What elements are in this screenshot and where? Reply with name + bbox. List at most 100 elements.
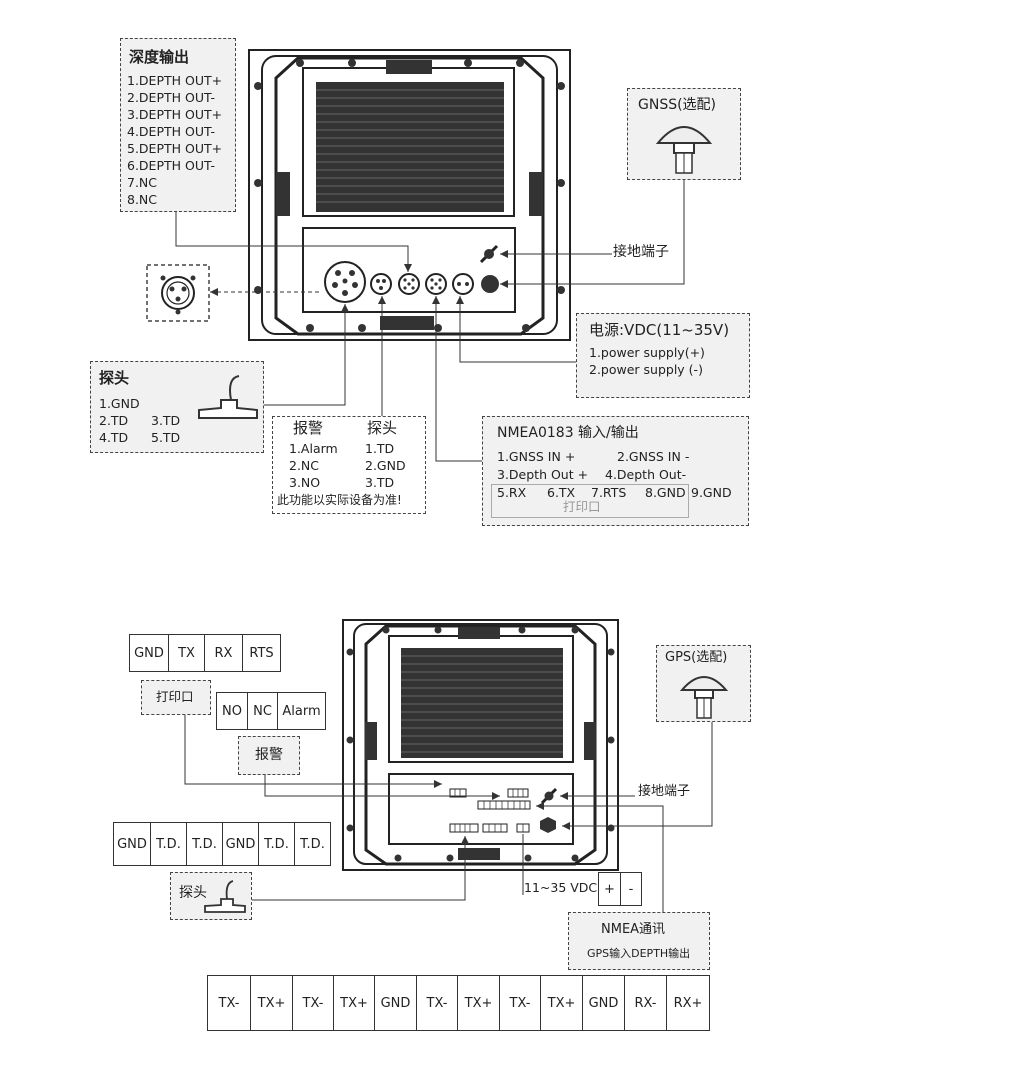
nmea-pin: 7.RTS [591, 485, 627, 500]
alarm-probe-pin: 3.TD [365, 475, 395, 490]
alarm-pin: 2.NC [289, 458, 320, 473]
probe-terminal-row: GND T.D. T.D. GND T.D. T.D. [113, 822, 331, 866]
terminal-cell: TX+ [457, 976, 499, 1030]
gnss-antenna-icon [655, 126, 713, 174]
nmea-terminal-row: TX- TX+ TX- TX+ GND TX- TX+ TX- TX+ GND … [207, 975, 710, 1031]
depth-out-pin: 7.NC [127, 175, 158, 190]
nmea-pin: 1.GNSS IN + [497, 449, 576, 464]
transducer-icon [204, 880, 246, 913]
depth-out-pin: 3.DEPTH OUT+ [127, 107, 223, 122]
ground-terminal-label-bottom: 接地端子 [638, 784, 691, 799]
nmea-pin: 8.GND [645, 485, 686, 500]
gps-label: GPS(选配) [665, 650, 728, 665]
gnss-connector [481, 275, 499, 293]
power-terminal-row: + - [598, 872, 642, 906]
nmea-pin: 2.GNSS IN - [617, 449, 690, 464]
depth-out-box: 深度输出 1.DEPTH OUT+ 2.DEPTH OUT- 3.DEPTH O… [120, 38, 236, 212]
nmea-pin: 9.GND [691, 485, 732, 500]
alarm-probe-pin: 2.GND [365, 458, 406, 473]
probe-pin: 2.TD [99, 413, 129, 428]
terminal-cell: GND [374, 976, 416, 1030]
alarm-pin: 3.NO [289, 475, 321, 490]
terminal-cell: NO [222, 703, 242, 719]
probe-box: 探头 1.GND 2.TD 3.TD 4.TD 5.TD [90, 361, 264, 453]
depth-out-pin: 8.NC [127, 192, 158, 207]
alarm-probe-pin: 1.TD [365, 441, 395, 456]
terminal-cell: T.D. [294, 823, 330, 865]
terminal-cell: TX- [416, 976, 457, 1030]
gps-connector-bottom [540, 817, 556, 833]
probe-label-box: 探头 [170, 872, 252, 920]
nmea-comm-sub: GPS输入DEPTH输出 [587, 947, 691, 960]
nmea-pin: 5.RX [497, 485, 527, 500]
nmea-box: NMEA0183 输入/输出 1.GNSS IN + 2.GNSS IN - 3… [482, 416, 749, 526]
nmea-pin: 6.TX [547, 485, 576, 500]
terminal-cell: GND [134, 645, 164, 661]
terminal-cell: RX- [624, 976, 666, 1030]
alarm-connector [370, 273, 392, 295]
alarm-pin: 1.Alarm [289, 441, 338, 456]
gps-antenna-icon [679, 676, 729, 719]
nmea-comm-box: NMEA通讯 GPS输入DEPTH输出 [568, 912, 710, 970]
terminal-cell: TX [168, 635, 204, 671]
terminal-cell: Alarm [277, 693, 325, 729]
terminal-cell: TX+ [540, 976, 582, 1030]
probe-pin: 3.TD [151, 413, 181, 428]
terminal-cell: GND [582, 976, 624, 1030]
terminal-cell: GND [222, 823, 258, 865]
gps-box: GPS(选配) [656, 645, 751, 722]
gnss-title: GNSS(选配) [638, 97, 717, 113]
terminal-cell: TX- [292, 976, 333, 1030]
terminal-cell: RX [204, 635, 242, 671]
terminal-cell: RX+ [666, 976, 709, 1030]
probe-title: 探头 [99, 369, 130, 387]
depth-out-pin: 1.DEPTH OUT+ [127, 73, 223, 88]
depth-out-pin: 5.DEPTH OUT+ [127, 141, 223, 156]
alarm-terminal-row: NO NC Alarm [216, 692, 326, 730]
printer-terminal-row: GND TX RX RTS [129, 634, 281, 672]
probe-pin: 4.TD [99, 430, 129, 445]
printer-port-label: 打印口 [563, 499, 601, 514]
power-label-bottom: 11~35 VDC [524, 880, 598, 895]
terminal-cell: RTS [242, 635, 280, 671]
nmea-title: NMEA0183 输入/输出 [497, 425, 639, 441]
gnss-box: GNSS(选配) [627, 88, 741, 180]
heatsink [316, 82, 504, 212]
power-pin: 2.power supply (-) [589, 362, 703, 377]
alarm-note: 此功能以实际设备为准! [277, 493, 402, 507]
nmea-pin: 3.Depth Out + [497, 467, 589, 482]
probe-pin: 5.TD [151, 430, 181, 445]
depth-out-title: 深度输出 [129, 48, 190, 66]
terminal-cell: T.D. [150, 823, 186, 865]
alarm-probe-title: 探头 [367, 419, 398, 437]
terminal-cell: GND [117, 836, 147, 852]
alarm-title: 报警 [293, 419, 324, 437]
depth-out-pin: 6.DEPTH OUT- [127, 158, 215, 173]
alarm-label-box: 报警 [238, 736, 300, 775]
power-box: 电源:VDC(11~35V) 1.power supply(+) 2.power… [576, 313, 750, 398]
probe-pin: 1.GND [99, 396, 140, 411]
depth-out-pin: 2.DEPTH OUT- [127, 90, 215, 105]
terminal-cell: TX+ [250, 976, 292, 1030]
power-title: 电源:VDC(11~35V) [589, 321, 730, 339]
alarm-label: 报警 [255, 747, 283, 763]
printer-port-group [491, 484, 689, 518]
probe-label: 探头 [179, 885, 207, 901]
alarm-probe-box: 报警 探头 1.Alarm 2.NC 3.NO 1.TD 2.GND 3.TD … [272, 416, 426, 514]
power-connector [452, 273, 474, 295]
terminal-cell: TX+ [333, 976, 374, 1030]
terminal-cell: TX- [499, 976, 540, 1030]
depth-out-pin: 4.DEPTH OUT- [127, 124, 215, 139]
terminal-cell: T.D. [258, 823, 294, 865]
power-pin: 1.power supply(+) [589, 345, 705, 360]
terminal-cell: TX- [218, 995, 240, 1011]
terminal-cell: NC [247, 693, 277, 729]
transducer-icon [198, 375, 258, 419]
terminal-cell: T.D. [186, 823, 222, 865]
printer-label-box: 打印口 [141, 680, 211, 715]
printer-label: 打印口 [156, 689, 194, 704]
nmea-pin: 4.Depth Out- [605, 467, 687, 482]
ground-terminal-label: 接地端子 [613, 244, 669, 260]
